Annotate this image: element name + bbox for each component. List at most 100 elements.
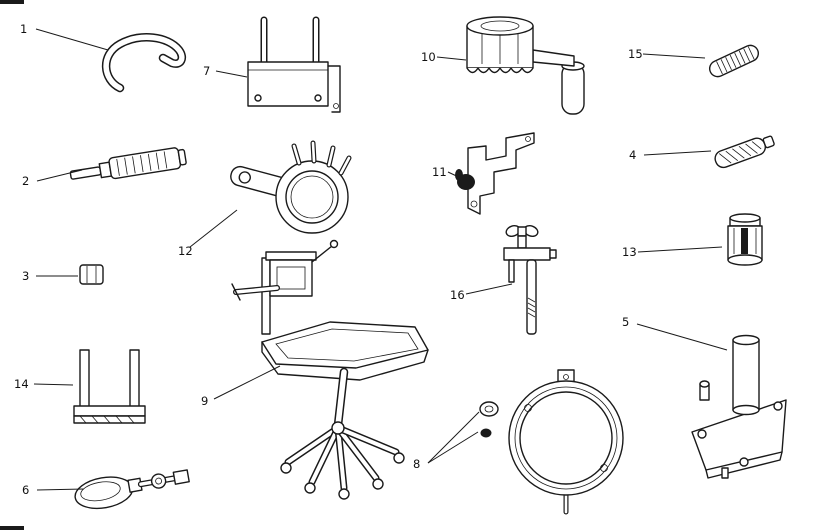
shape bbox=[329, 239, 339, 249]
shape bbox=[74, 476, 134, 510]
part-label-11: 11 bbox=[432, 165, 447, 179]
shape bbox=[336, 426, 398, 454]
shape bbox=[508, 259, 515, 283]
shape bbox=[725, 57, 732, 71]
shape bbox=[336, 426, 346, 490]
leader-line-1 bbox=[35, 28, 109, 51]
shape bbox=[393, 452, 405, 464]
shape bbox=[741, 228, 748, 254]
part-label-16: 16 bbox=[450, 288, 465, 302]
shape bbox=[280, 462, 292, 474]
shape bbox=[479, 401, 499, 417]
shape bbox=[732, 404, 760, 416]
shape bbox=[331, 421, 345, 435]
shape bbox=[732, 148, 745, 159]
leader-line-5 bbox=[636, 323, 728, 351]
shape bbox=[231, 283, 241, 301]
shape bbox=[526, 259, 537, 335]
shape bbox=[79, 264, 104, 285]
shape bbox=[745, 143, 758, 154]
leader-line-12 bbox=[189, 209, 238, 248]
shape bbox=[311, 141, 316, 163]
shape bbox=[734, 52, 741, 66]
shape bbox=[127, 415, 135, 424]
shape bbox=[747, 46, 755, 60]
collet-socket-tool bbox=[727, 213, 763, 266]
shape bbox=[732, 334, 760, 346]
shape bbox=[254, 94, 262, 102]
shape bbox=[155, 477, 163, 485]
shape bbox=[238, 171, 251, 184]
shape bbox=[335, 369, 347, 428]
shape bbox=[480, 428, 492, 438]
work-stool-with-tray bbox=[231, 239, 429, 500]
ring-spanner-tool bbox=[230, 140, 352, 234]
leader-line-4 bbox=[643, 150, 712, 156]
shape bbox=[466, 16, 534, 36]
shape bbox=[455, 169, 463, 181]
fork-holder-tool bbox=[73, 349, 146, 424]
page-corner-mark bbox=[0, 0, 24, 4]
part-label-9: 9 bbox=[201, 394, 208, 408]
shape bbox=[729, 213, 761, 223]
shape bbox=[527, 307, 536, 313]
leader-line-14 bbox=[33, 383, 74, 386]
shape bbox=[470, 200, 478, 208]
shape bbox=[103, 415, 111, 424]
shape bbox=[600, 464, 608, 472]
shape bbox=[503, 247, 551, 261]
shape bbox=[721, 467, 729, 479]
shape bbox=[177, 148, 187, 166]
shape bbox=[79, 415, 87, 424]
shape bbox=[738, 50, 746, 64]
shape bbox=[716, 61, 723, 75]
shape bbox=[773, 401, 783, 411]
shape bbox=[327, 65, 341, 113]
shape bbox=[261, 341, 429, 381]
shape bbox=[276, 266, 306, 290]
shape bbox=[480, 20, 520, 32]
shape bbox=[73, 405, 146, 417]
punch-driver-tool bbox=[69, 147, 187, 180]
shape bbox=[372, 478, 384, 490]
part-label-10: 10 bbox=[421, 50, 436, 64]
part-label-8: 8 bbox=[413, 457, 420, 471]
shape bbox=[561, 63, 585, 115]
shape bbox=[150, 473, 167, 489]
shape bbox=[527, 312, 536, 318]
leader-line-7 bbox=[215, 70, 248, 78]
part-label-13: 13 bbox=[622, 245, 637, 259]
shape bbox=[261, 321, 429, 369]
shape bbox=[338, 488, 350, 500]
shape bbox=[261, 257, 271, 335]
shape bbox=[532, 49, 575, 67]
shape bbox=[310, 426, 340, 484]
shape bbox=[79, 349, 90, 408]
shape bbox=[739, 457, 749, 467]
shape bbox=[527, 302, 536, 308]
ring-nut-and-seals bbox=[479, 369, 624, 515]
shape bbox=[275, 328, 419, 362]
rubber-grip-pin-tool bbox=[714, 135, 775, 169]
shape bbox=[738, 146, 752, 157]
part-label-5: 5 bbox=[622, 315, 629, 329]
leader-line-9 bbox=[213, 365, 281, 400]
leader-line-6 bbox=[36, 488, 85, 491]
leader-line-15 bbox=[642, 53, 706, 59]
part-label-2: 2 bbox=[22, 174, 29, 188]
small-cap-tool bbox=[79, 264, 104, 285]
shape bbox=[69, 166, 102, 180]
knurled-pin-tool bbox=[708, 44, 760, 78]
leader-line-8b bbox=[427, 431, 479, 464]
shape bbox=[91, 415, 99, 424]
shape bbox=[762, 135, 775, 149]
shape bbox=[333, 103, 339, 109]
shape bbox=[292, 144, 301, 165]
leader-line-8a bbox=[427, 411, 480, 464]
shape bbox=[304, 482, 316, 494]
shape bbox=[466, 67, 534, 74]
shape bbox=[708, 44, 760, 78]
part-label-3: 3 bbox=[22, 269, 29, 283]
shape bbox=[549, 249, 557, 259]
